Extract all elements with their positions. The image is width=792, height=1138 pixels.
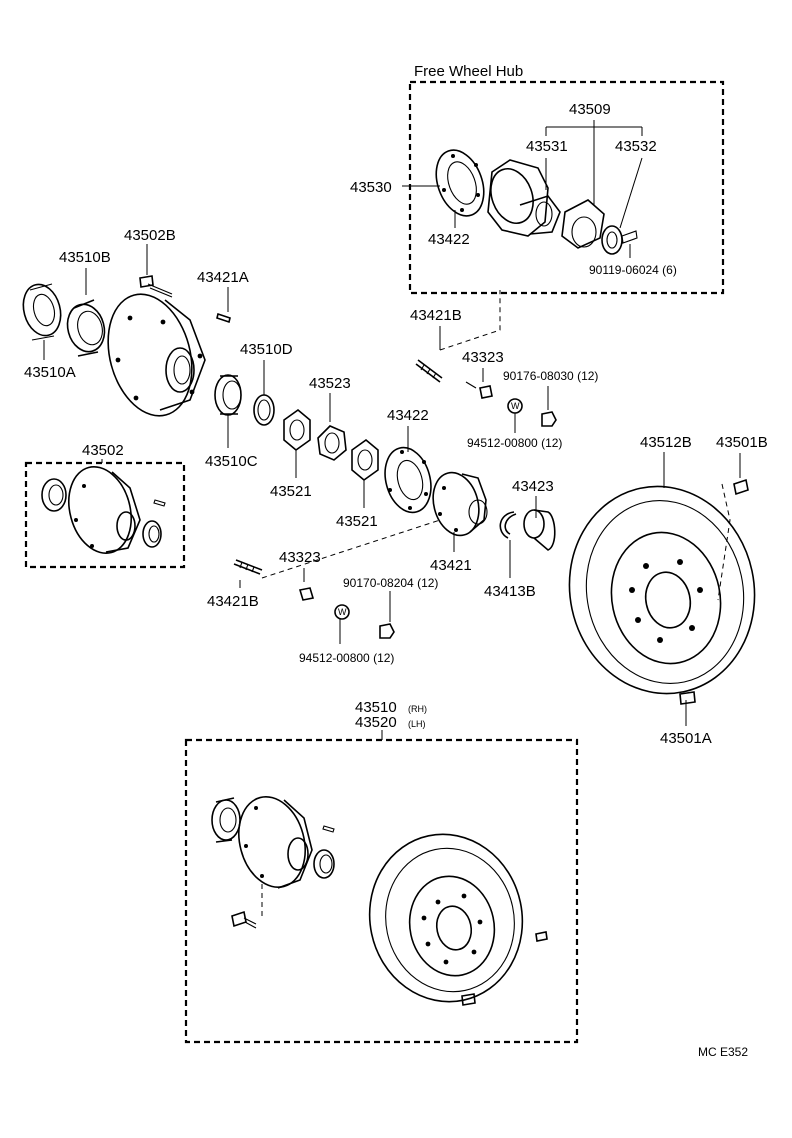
label-43422-top: 43422: [428, 231, 470, 248]
label-43423: 43423: [512, 478, 554, 495]
cone-washer-43323-top: [465, 381, 493, 399]
cone-washer-43323-bot: [298, 587, 315, 601]
gasket-43422: [384, 446, 432, 514]
label-43323-bot: 43323: [279, 549, 321, 566]
snap-ring-43413B: [499, 511, 517, 539]
washer-w-mark-bot: W: [338, 607, 347, 617]
upper-hub-leaders: [43, 244, 549, 452]
label-43501A: 43501A: [660, 730, 712, 747]
grease-cap-43423: [523, 509, 556, 551]
label-43502B: 43502B: [124, 227, 176, 244]
label-43510D: 43510D: [240, 341, 293, 358]
bottom-hub-assembly: [211, 796, 335, 929]
label-90176-08030: 90176-08030 (12): [503, 369, 598, 383]
label-43530: 43530: [350, 179, 392, 196]
lock-washer: [253, 394, 275, 426]
label-90170-08204: 90170-08204 (12): [343, 576, 438, 590]
label-rh: (RH): [408, 704, 427, 714]
label-lh: (LH): [408, 719, 426, 729]
bearing-43510D: [214, 374, 242, 416]
label-43421: 43421: [430, 557, 472, 574]
label-43510C: 43510C: [205, 453, 258, 470]
washer-94512-bot: W: [334, 604, 350, 620]
label-43421B-bot: 43421B: [207, 593, 259, 610]
label-43521-a: 43521: [270, 483, 312, 500]
oil-seal-43510A: [22, 283, 62, 341]
label-43510B: 43510B: [59, 249, 111, 266]
label-43502: 43502: [82, 442, 124, 459]
label-43512B: 43512B: [640, 434, 692, 451]
hub-assembly-43502-box: [24, 461, 186, 569]
free-wheel-hub-gasket: [435, 149, 485, 217]
free-wheel-hub-body: [487, 159, 638, 255]
label-94512-00800-top: 94512-00800 (12): [467, 436, 562, 450]
nut-90170: [379, 623, 395, 639]
axle-hub-drum-assembly-box: [184, 738, 579, 1044]
stud-43421B-bot: [233, 559, 263, 575]
free-wheel-hub-title: Free Wheel Hub: [414, 63, 523, 80]
washer-94512-top: W: [507, 398, 523, 414]
front-axle-hub: [107, 293, 206, 417]
label-43413B: 43413B: [484, 583, 536, 600]
label-43422-mid: 43422: [387, 407, 429, 424]
hub-bolt-43501B: [733, 478, 749, 496]
label-43421A: 43421A: [197, 269, 249, 286]
label-43510: 43510: [355, 699, 397, 716]
label-43323-top: 43323: [462, 349, 504, 366]
nut-43521-a: [283, 408, 311, 452]
label-43421B-top: 43421B: [410, 307, 462, 324]
lock-washer-43523: [317, 425, 347, 461]
label-43501B: 43501B: [716, 434, 768, 451]
bearing-43510B: [66, 299, 106, 357]
nut-90176: [541, 411, 557, 427]
hub-bolt-43502B: [139, 275, 173, 298]
plug-43501A: [679, 691, 696, 705]
brake-drum-43512B: [568, 485, 756, 695]
label-43521-b: 43521: [336, 513, 378, 530]
nut-43521-b: [351, 438, 379, 482]
label-43531: 43531: [526, 138, 568, 155]
label-94512-00800-bot: 94512-00800 (12): [299, 651, 394, 665]
label-43532: 43532: [615, 138, 657, 155]
label-43523: 43523: [309, 375, 351, 392]
middle-leaders: [227, 415, 741, 726]
label-43510A: 43510A: [24, 364, 76, 381]
hub-assembly-43502: [41, 465, 166, 555]
hub-flange-43421: [432, 471, 488, 537]
diagram-code: MC E352: [698, 1045, 748, 1059]
label-43520: 43520: [355, 714, 397, 731]
stud-43421B-top: [415, 359, 443, 383]
knock-pin-43421A: [216, 312, 231, 324]
label-43509: 43509: [569, 101, 611, 118]
free-wheel-hub-box: [408, 80, 725, 295]
label-90119-06024: 90119-06024 (6): [589, 263, 677, 277]
bottom-brake-drum: [368, 833, 548, 1006]
washer-w-mark: W: [511, 401, 520, 411]
